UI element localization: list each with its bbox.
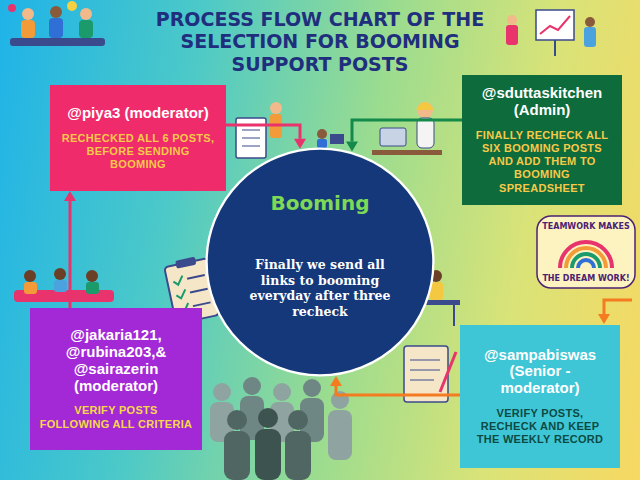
teamwork-badge <box>537 216 635 288</box>
node-heading: @sampabiswas (Senior - moderator) <box>468 347 612 397</box>
students-illustration <box>14 268 114 302</box>
node-body: RECHECKED ALL 6 POSTS, BEFORE SENDING BO… <box>58 132 218 172</box>
node-body: VERIFY POSTS FOLLOWING ALL CRITERIA <box>38 404 194 430</box>
process-box: @piya3 (moderator) RECHECKED ALL 6 POSTS,… <box>50 85 226 191</box>
arrow-head <box>346 142 358 152</box>
connector-line <box>352 120 462 142</box>
node-body: VERIFY POSTS, RECHECK AND KEEP THE WEEKL… <box>468 407 612 447</box>
arrow-head <box>330 376 342 386</box>
connector-line <box>336 386 460 395</box>
flow-arrow <box>226 125 306 149</box>
booming-circle: BoomingFinally we send all links to boom… <box>205 147 435 377</box>
connector-line <box>226 125 300 139</box>
node-body: FINALLY RECHECK ALL SIX BOOMING POSTS AN… <box>470 129 614 195</box>
laptop-illustration <box>372 102 442 155</box>
presenter-illustration <box>506 10 596 56</box>
flow-arrow <box>346 120 462 152</box>
badge-text: THE DREAM WORK! <box>538 274 634 283</box>
badge-text: TEAMWORK MAKES <box>538 222 634 231</box>
node-heading: @jakaria121, @rubina203,& @sairazerin (m… <box>38 327 194 394</box>
process-box: @jakaria121, @rubina203,& @sairazerin (m… <box>30 308 202 450</box>
chart-title: PROCESS FLOW CHART OF THE SELECTION FOR … <box>128 8 512 75</box>
process-box: @sampabiswas (Senior - moderator) VERIFY … <box>460 325 620 468</box>
checklist-illustration <box>236 102 282 158</box>
node-heading: @sduttaskitchen (Admin) <box>470 85 614 119</box>
node-heading: Booming <box>271 191 370 215</box>
arrow-head <box>294 139 306 149</box>
crowd-illustration <box>210 377 352 480</box>
node-heading: @piya3 (moderator) <box>67 105 208 122</box>
connector-line <box>69 201 72 308</box>
workers-illustration <box>317 129 344 148</box>
node-body: Finally we send all links to booming eve… <box>245 257 395 320</box>
arrow-head <box>64 191 76 201</box>
team-illustration <box>8 1 105 46</box>
orange-pointer <box>598 300 632 324</box>
flow-arrow <box>64 191 76 308</box>
process-box: @sduttaskitchen (Admin) FINALLY RECHECK A… <box>462 75 622 205</box>
flow-arrow <box>330 376 460 395</box>
